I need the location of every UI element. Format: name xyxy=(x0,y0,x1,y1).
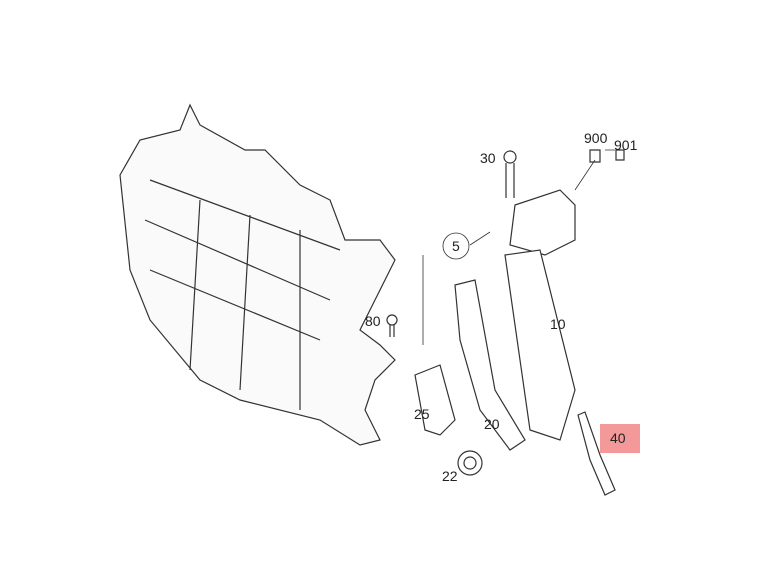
engine-cover xyxy=(119,103,396,446)
boot-25 xyxy=(414,364,456,436)
bolt-30 xyxy=(503,150,517,198)
seal-22 xyxy=(457,450,483,476)
label-20[interactable]: 20 xyxy=(484,416,500,432)
label-5[interactable]: 5 xyxy=(452,238,460,254)
connector-900-901 xyxy=(589,149,625,163)
label-900[interactable]: 900 xyxy=(584,130,608,146)
callout-lines xyxy=(422,149,615,345)
label-80[interactable]: 80 xyxy=(365,313,381,329)
label-22[interactable]: 22 xyxy=(442,468,458,484)
coil-20 xyxy=(454,279,526,451)
bolt-80 xyxy=(386,314,398,337)
ignition-coil-10 xyxy=(504,189,576,441)
spark-plug-40 xyxy=(577,411,616,496)
label-40[interactable]: 40 xyxy=(610,430,626,446)
label-901[interactable]: 901 xyxy=(614,137,638,153)
highlight-part-40 xyxy=(600,424,640,453)
label-30[interactable]: 30 xyxy=(480,150,496,166)
label-25[interactable]: 25 xyxy=(414,406,430,422)
label-10[interactable]: 10 xyxy=(550,316,566,332)
